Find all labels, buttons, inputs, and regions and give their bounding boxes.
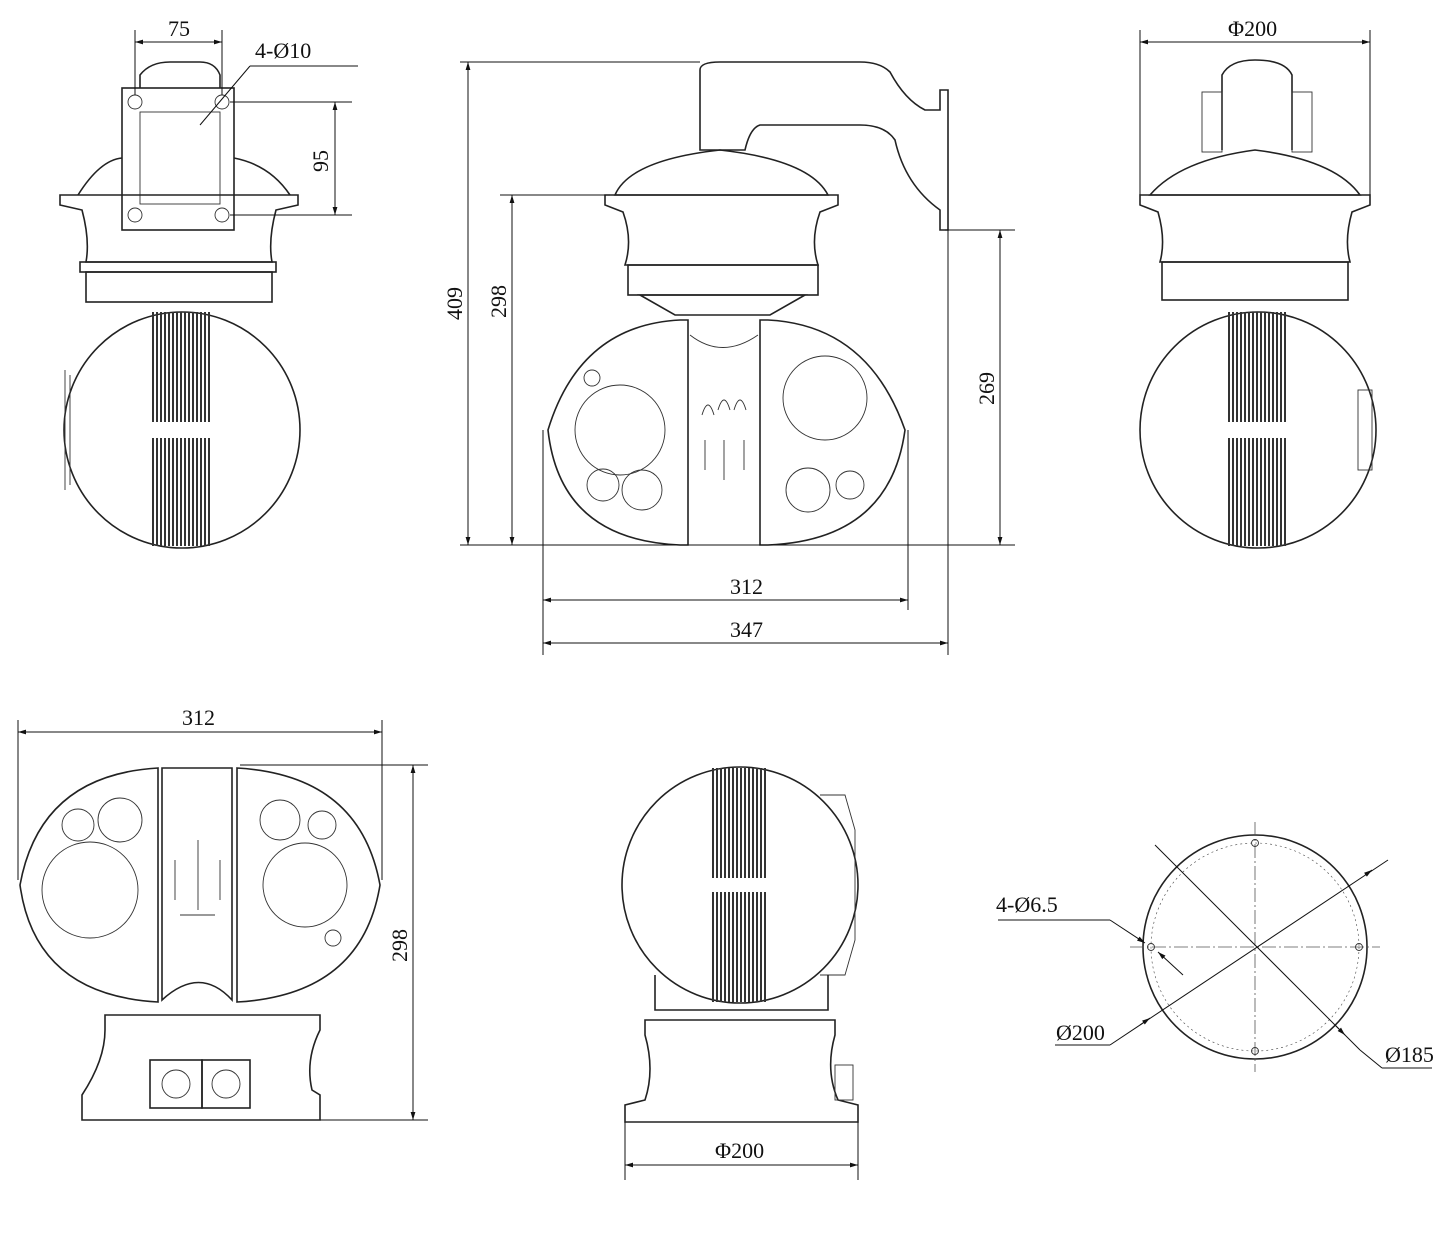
- camera-housing: [621, 766, 859, 1004]
- dim-bolt-circle-label: Ø185: [1385, 1042, 1434, 1067]
- mount-hole: [1251, 839, 1259, 847]
- wall-arm: [699, 61, 949, 231]
- dim-holes-label: 4-Ø6.5: [996, 892, 1058, 917]
- left-lens-housing: [19, 767, 159, 1003]
- dim-body-height-label: 298: [486, 285, 511, 318]
- cooling-fins: [1228, 312, 1288, 422]
- dim-width-label: 75: [168, 16, 190, 41]
- right-lens-housing: [236, 767, 381, 1003]
- dim-width-label: 312: [182, 705, 215, 730]
- dome: [1148, 149, 1362, 196]
- dim-diameter-label: Φ200: [715, 1138, 764, 1163]
- base: [624, 1019, 859, 1123]
- flared-base: [59, 194, 299, 263]
- flared-base: [604, 194, 839, 266]
- mount-hole: [1147, 943, 1155, 951]
- mount-hole: [127, 207, 143, 223]
- dim-diameter-label: Φ200: [1228, 16, 1277, 41]
- dim-height-label: 95: [308, 150, 333, 172]
- dome: [77, 157, 291, 196]
- mounting-plate: [121, 87, 235, 231]
- dim-holes-label: 4-Ø10: [255, 38, 311, 63]
- illuminator-lens: [41, 841, 139, 939]
- left-lens-housing: [547, 319, 689, 546]
- dim-total-height-label: 409: [442, 287, 467, 320]
- dim-body-width-label: 312: [730, 574, 763, 599]
- dim-height-label: 298: [387, 929, 412, 962]
- cooling-fins: [150, 312, 210, 422]
- camera-lens: [259, 799, 301, 841]
- front-view: 409 298 269 312 347: [442, 61, 1015, 655]
- mount-hole: [1251, 1047, 1259, 1055]
- bracket: [1221, 59, 1293, 150]
- dim-total-width-label: 347: [730, 617, 763, 642]
- connector: [201, 1059, 251, 1109]
- dome: [613, 149, 830, 196]
- cooling-fins: [712, 768, 768, 878]
- right-lens-housing: [759, 319, 906, 546]
- rear-view: 312 298: [17, 705, 428, 1121]
- mount-hole: [214, 94, 230, 110]
- side-view: 75 4-Ø10 95: [59, 16, 358, 549]
- illuminator-lens: [574, 384, 666, 476]
- cooling-fins: [1228, 438, 1288, 546]
- bottom-side-view: Φ200: [621, 766, 859, 1180]
- base: [81, 1014, 321, 1121]
- mount-hole: [1355, 943, 1363, 951]
- cooling-fins: [712, 892, 768, 1002]
- dim-mount-height-label: 269: [974, 372, 999, 405]
- illuminator-lens: [262, 842, 348, 928]
- base-plate-view: Ø185 Ø200 4-Ø6.5: [996, 822, 1434, 1072]
- connector: [834, 1064, 854, 1101]
- mount-hole: [127, 94, 143, 110]
- dim-outer-label: Ø200: [1056, 1020, 1105, 1045]
- flared-base: [1139, 194, 1371, 263]
- camera-lens: [621, 469, 663, 511]
- connector: [149, 1059, 203, 1109]
- cooling-fins: [150, 438, 210, 546]
- camera-lens: [782, 355, 868, 441]
- bracket-top: [139, 61, 221, 88]
- mount-hole: [214, 207, 230, 223]
- right-view: Φ200: [1139, 16, 1377, 549]
